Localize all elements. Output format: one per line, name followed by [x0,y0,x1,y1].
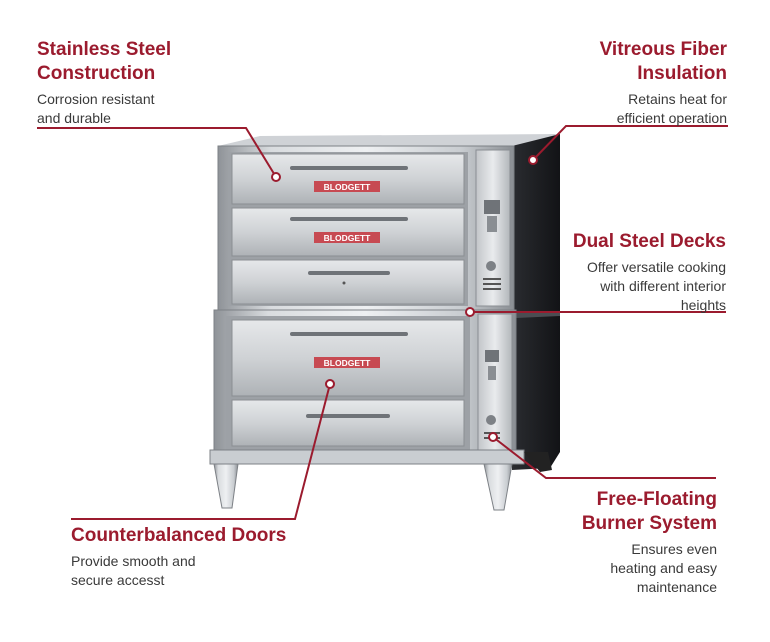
marker-burner [488,432,498,442]
upper-door-2: BLODGETT [231,207,465,257]
upper-door-3 [231,259,465,305]
desc-line: Offer versatile cooking [586,259,726,275]
leader-line-stainless [37,127,277,178]
upper-oven: BLODGETT BLODGETT [217,145,515,311]
title-line: Insulation [637,63,727,84]
lower-control-panel [477,313,513,451]
desc-line: secure accesst [71,572,165,588]
marker-insulation [528,155,538,165]
callout-description: Corrosion resistant and durable [37,90,227,128]
callout-title: Dual Steel Decks [540,230,726,254]
leader-line-doors [71,383,331,520]
callout-vitreous-fiber: Vitreous Fiber Insulation Retains heat f… [545,38,727,128]
title-line: Free-Floating [596,489,717,510]
leader-markers [271,155,538,442]
title-line: Dual Steel Decks [572,231,726,252]
callout-counterbalanced-doors: Counterbalanced Doors Provide smooth and… [71,524,331,590]
title-line: Vitreous Fiber [599,39,727,60]
callout-description: Retains heat for efficient operation [545,90,727,128]
brand-badge-2: BLODGETT [324,233,372,243]
desc-line: Retains heat for [628,91,727,107]
callout-description: Ensures even heating and easy maintenanc… [540,540,717,597]
lower-door-2 [231,399,465,447]
callout-title: Vitreous Fiber Insulation [545,38,727,86]
desc-line: heights [680,297,726,313]
desc-line: efficient operation [616,110,727,126]
title-line: Construction [37,63,156,84]
desc-line: heating and easy [610,560,717,576]
leader-line-burner [492,436,716,479]
brand-badge-3: BLODGETT [324,358,372,368]
title-line: Counterbalanced Doors [71,525,287,546]
lower-door-1: BLODGETT [231,319,465,397]
callout-title: Counterbalanced Doors [71,524,331,548]
upper-door-1: BLODGETT [231,153,465,205]
callout-title: Free-Floating Burner System [540,488,717,536]
title-line: Burner System [581,513,717,534]
oven-base [209,449,552,511]
callout-title: Stainless Steel Construction [37,38,227,86]
callout-free-floating-burner: Free-Floating Burner System Ensures even… [540,488,717,597]
callout-stainless-steel: Stainless Steel Construction Corrosion r… [37,38,227,128]
oven-side-panel [218,134,560,470]
brand-badge-1: BLODGETT [324,182,372,192]
upper-control-panel [475,149,511,307]
leader-line-insulation [532,125,728,161]
desc-line: Corrosion resistant [37,91,155,107]
desc-line: and durable [37,110,111,126]
desc-line: with different interior [600,278,726,294]
callout-description: Offer versatile cooking with different i… [540,258,726,315]
marker-doors [325,379,335,389]
lower-oven: BLODGETT [213,309,517,453]
desc-line: Provide smooth and [71,553,196,569]
callout-description: Provide smooth and secure accesst [71,552,331,590]
title-line: Stainless Steel [37,39,172,60]
desc-line: Ensures even [631,541,717,557]
callout-dual-steel-decks: Dual Steel Decks Offer versatile cooking… [540,230,726,315]
marker-decks [465,307,475,317]
desc-line: maintenance [636,579,717,595]
leader-lines [37,125,728,520]
marker-stainless [271,172,281,182]
